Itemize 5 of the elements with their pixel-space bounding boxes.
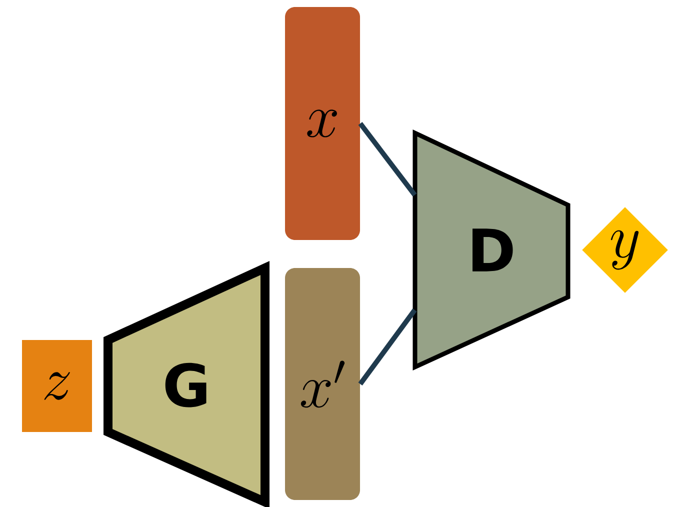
image-bar: $x'$ bbox=[285, 268, 360, 500]
connector-line bbox=[358, 308, 417, 386]
image-bar: $x$ bbox=[285, 7, 360, 240]
noise-box: $z$ bbox=[22, 340, 92, 432]
connector-line bbox=[358, 122, 417, 197]
